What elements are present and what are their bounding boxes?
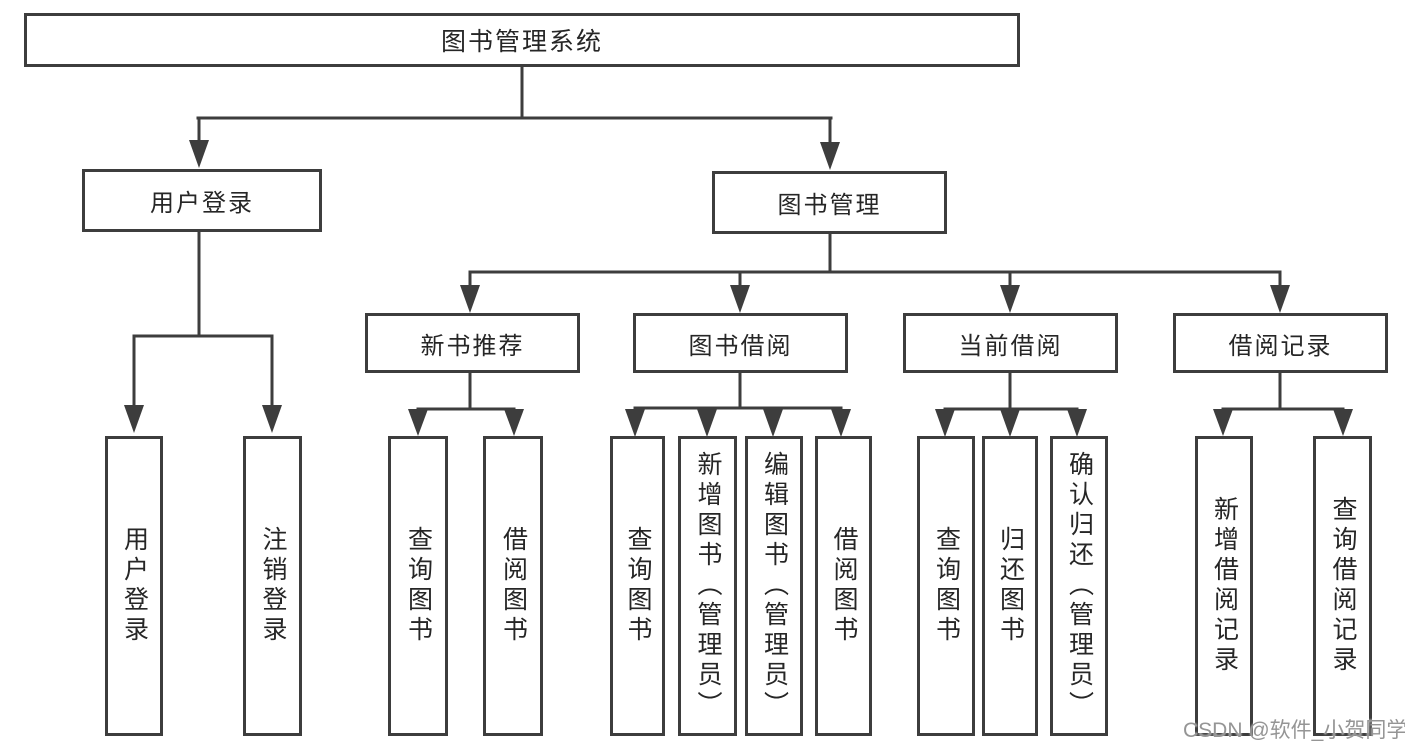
- arrowhead-confirm-return-admin: [1067, 409, 1087, 437]
- node-return-book: 归还图书: [982, 436, 1038, 736]
- node-borrow-records-label: 借阅记录: [1228, 332, 1333, 360]
- arrowhead-add-book-admin: [697, 409, 717, 437]
- node-add-book-admin: 新增图书（管理员）: [678, 436, 737, 736]
- arrowhead-current-borrowing: [1000, 285, 1020, 313]
- node-query-book-borrowing-label: 查询图书: [624, 526, 652, 646]
- node-user-login-leaf-label: 用户登录: [120, 526, 149, 646]
- connector-current-borrowing-children: [943, 371, 1079, 411]
- node-new-book-recommend-label: 新书推荐: [420, 332, 525, 360]
- node-query-book-current: 查询图书: [917, 436, 975, 736]
- node-confirm-return-admin-label: 确认归还（管理员）: [1065, 451, 1094, 721]
- node-edit-book-admin-label: 编辑图书（管理员）: [760, 451, 789, 721]
- node-borrow-book-recommend: 借阅图书: [483, 436, 543, 736]
- arrowhead-edit-book-admin: [763, 409, 783, 437]
- arrowhead-query-borrow-record: [1333, 409, 1353, 436]
- arrowhead-borrow-book-recommend: [504, 409, 524, 436]
- node-query-book-borrowing: 查询图书: [610, 436, 665, 736]
- arrowhead-query-book-current: [935, 409, 955, 437]
- connector-borrow-records-children: [1221, 371, 1345, 411]
- node-library-system-label: 图书管理系统: [440, 28, 603, 56]
- node-query-book-current-label: 查询图书: [932, 526, 961, 646]
- node-add-borrow-record: 新增借阅记录: [1195, 436, 1253, 736]
- node-query-book-recommend: 查询图书: [388, 436, 448, 736]
- node-borrow-records: 借阅记录: [1173, 313, 1388, 373]
- node-user-login: 用户登录: [82, 169, 322, 232]
- connector-root-to-level2: [196, 65, 833, 146]
- arrowhead-book-borrowing: [730, 285, 750, 313]
- node-logout-leaf: 注销登录: [243, 436, 302, 736]
- arrowhead-borrow-records: [1270, 285, 1290, 313]
- node-current-borrowing-label: 当前借阅: [958, 332, 1063, 360]
- node-borrow-book-recommend-label: 借阅图书: [499, 526, 528, 646]
- arrowhead-borrow-book-borrowing: [831, 409, 851, 437]
- node-book-management-label: 图书管理: [777, 192, 882, 219]
- node-add-borrow-record-label: 新增借阅记录: [1210, 496, 1239, 676]
- node-user-login-label: 用户登录: [150, 190, 254, 217]
- arrowhead-query-book-borrowing: [625, 409, 645, 437]
- node-query-book-recommend-label: 查询图书: [404, 526, 433, 646]
- node-return-book-label: 归还图书: [996, 526, 1025, 646]
- connector-user-login-children: [132, 230, 274, 409]
- watermark: CSDN @软件_小贺同学: [1183, 719, 1405, 742]
- node-library-system: 图书管理系统: [24, 13, 1020, 67]
- node-query-borrow-record: 查询借阅记录: [1313, 436, 1372, 736]
- node-user-login-leaf: 用户登录: [105, 436, 163, 736]
- arrowhead-add-borrow-record: [1213, 409, 1233, 436]
- node-borrow-book-borrowing-label: 借阅图书: [830, 526, 858, 646]
- node-edit-book-admin: 编辑图书（管理员）: [745, 436, 803, 736]
- arrowhead-new-book-recommend: [460, 285, 480, 313]
- node-borrow-book-borrowing: 借阅图书: [815, 436, 872, 736]
- arrowhead-user-login: [189, 140, 209, 168]
- arrowhead-logout-leaf: [262, 405, 282, 433]
- node-new-book-recommend: 新书推荐: [365, 313, 580, 373]
- node-book-management: 图书管理: [712, 171, 947, 234]
- arrowhead-book-management: [820, 142, 840, 170]
- arrowhead-query-book-recommend: [408, 409, 428, 436]
- node-book-borrowing: 图书借阅: [633, 313, 848, 373]
- node-book-borrowing-label: 图书借阅: [688, 332, 793, 360]
- node-query-borrow-record-label: 查询借阅记录: [1329, 496, 1357, 676]
- arrowhead-user-login-leaf: [124, 405, 144, 433]
- node-logout-leaf-label: 注销登录: [259, 526, 287, 646]
- connector-book-borrowing-children: [633, 371, 843, 410]
- connector-new-book-recommend-children: [416, 371, 516, 411]
- node-current-borrowing: 当前借阅: [903, 313, 1118, 373]
- node-confirm-return-admin: 确认归还（管理员）: [1050, 436, 1108, 736]
- connector-book-management-children: [468, 232, 1282, 290]
- arrowhead-return-book: [1000, 409, 1020, 437]
- node-add-book-admin-label: 新增图书（管理员）: [694, 451, 722, 721]
